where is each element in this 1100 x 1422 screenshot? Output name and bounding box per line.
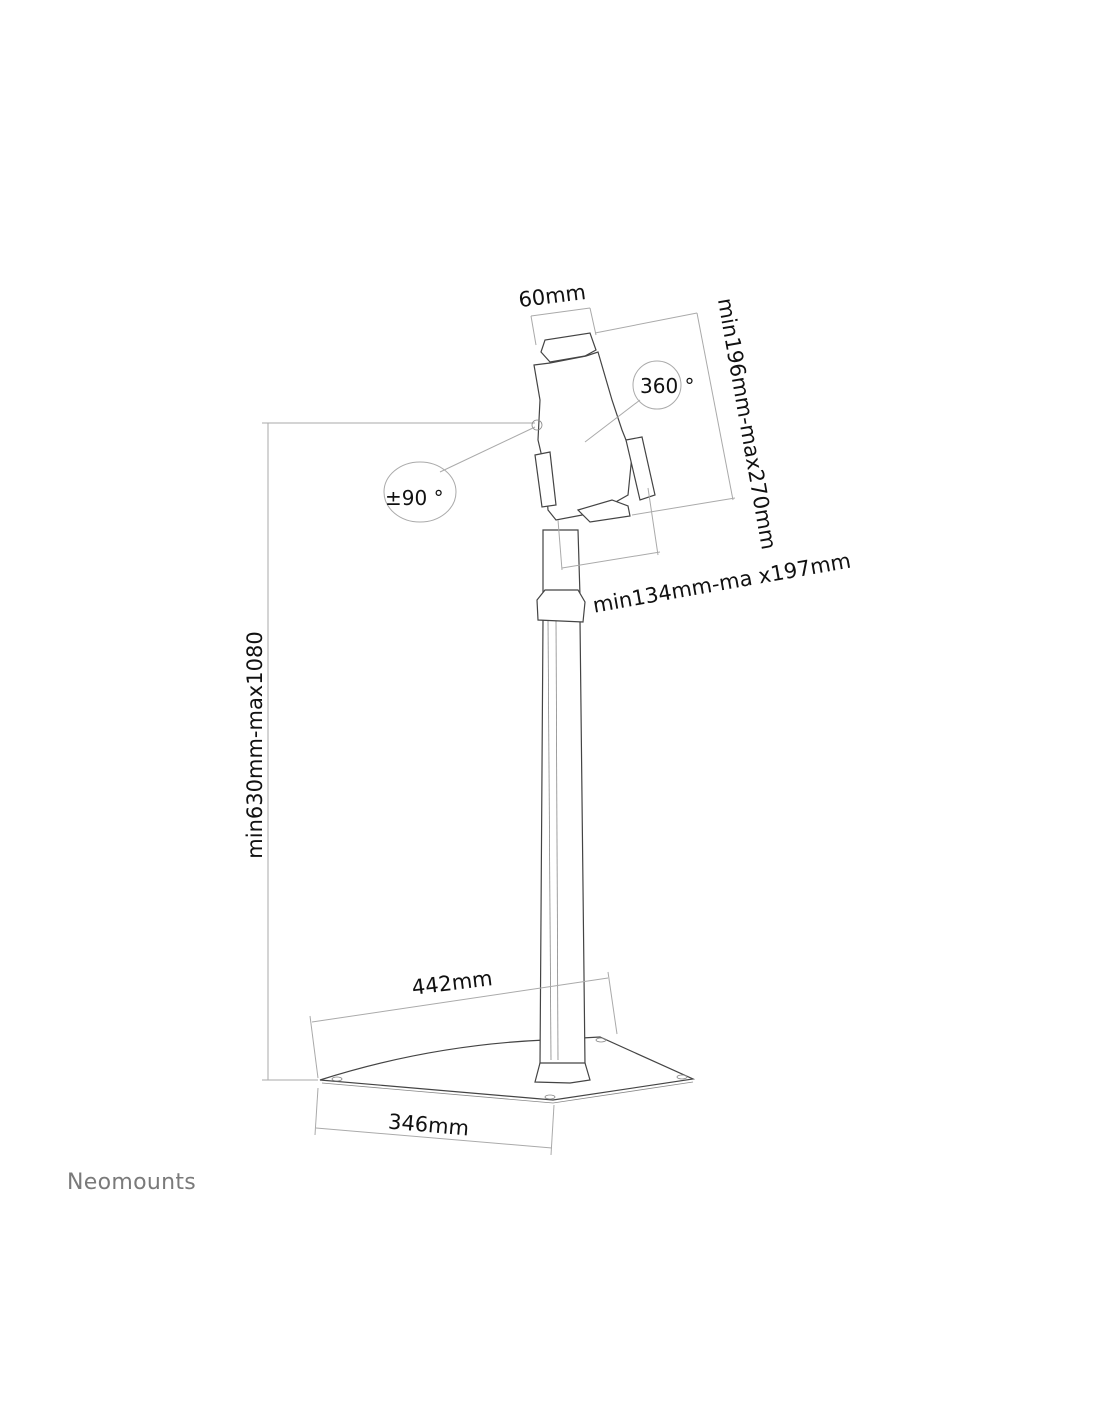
height-dimension: min630mm-max1080 (243, 422, 535, 1081)
holder-width-label: min134mm-ma x197mm (591, 549, 853, 618)
base-depth-label: 442mm (410, 966, 493, 1000)
brand-logo: Neomounts (67, 1170, 197, 1195)
base-plate (319, 1036, 696, 1104)
rotation-label: 360 ° (640, 374, 695, 398)
base-width-label: 346mm (387, 1110, 470, 1141)
tablet-holder (531, 332, 656, 523)
holder-height-label: min196mm-max270mm (713, 296, 781, 551)
tilt-label: ±90 ° (385, 486, 444, 510)
stand-height-label: min630mm-max1080 (243, 631, 267, 858)
holder-depth-label: 60mm (517, 280, 587, 312)
pole (534, 529, 591, 1084)
